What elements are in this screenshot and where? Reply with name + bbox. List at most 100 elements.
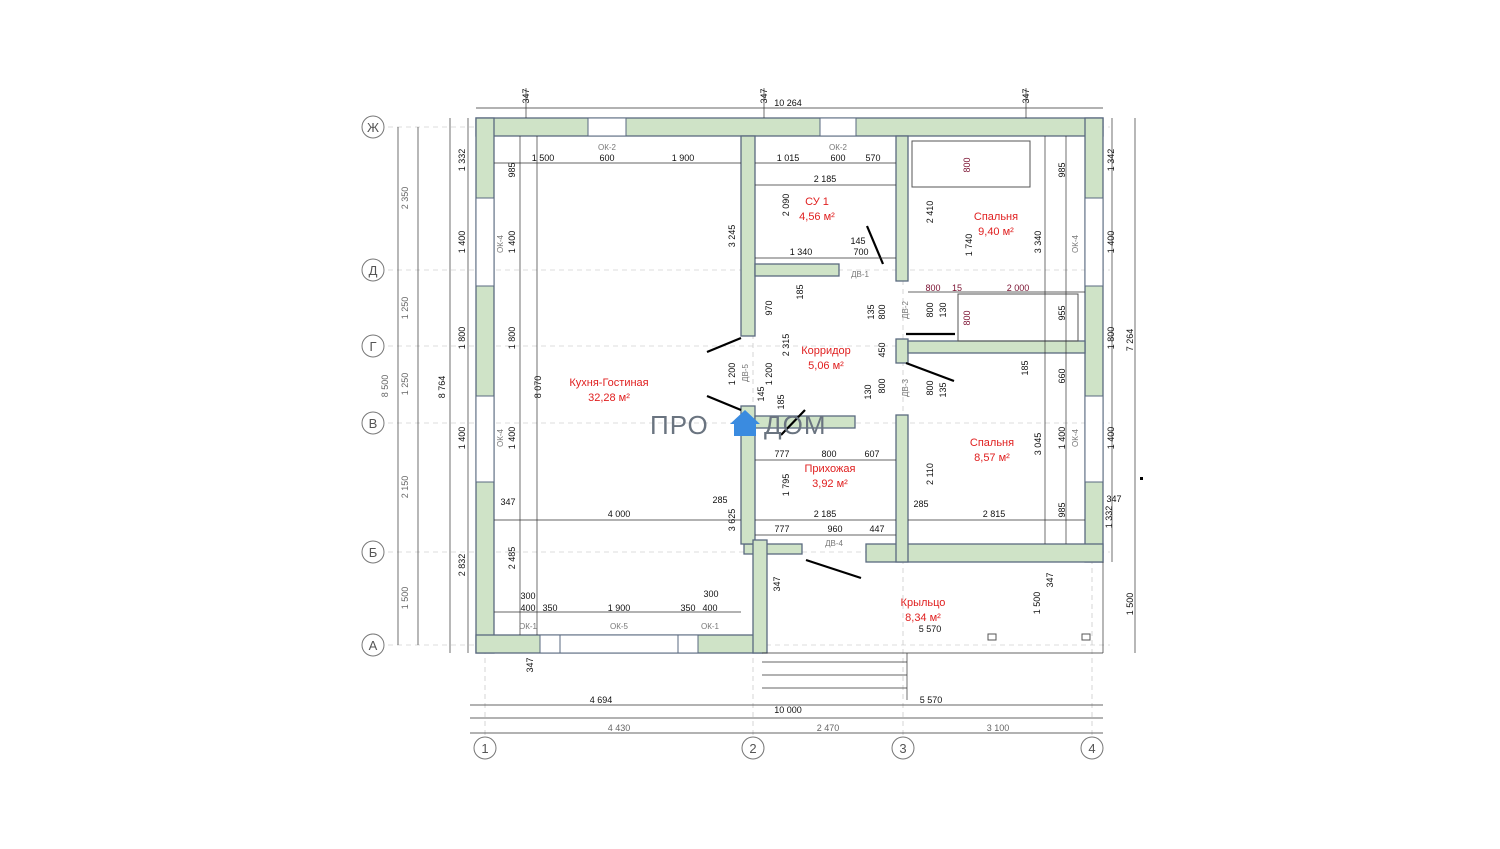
dim: 2 832 [457, 554, 467, 577]
row-axis-markers: Ж Д Г В Б А [361, 115, 385, 657]
dim: 1 900 [672, 153, 695, 163]
dim: 347 [500, 497, 515, 507]
dim-top-total: 10 264 [774, 98, 802, 108]
dim: 1 795 [781, 474, 791, 497]
dim: 1 900 [608, 603, 631, 613]
dim: 1 500 [532, 153, 555, 163]
dim: 347 [1106, 494, 1121, 504]
dim: 960 [827, 524, 842, 534]
room-name-bedroom-2: Спальня [970, 437, 1014, 449]
dim: 185 [1020, 360, 1030, 375]
dim: 570 [865, 153, 880, 163]
dim: 1 800 [507, 327, 517, 350]
dim: 2 410 [925, 201, 935, 224]
dim: 1 500 [400, 587, 410, 610]
dim: 700 [853, 247, 868, 257]
dim: 2 090 [781, 194, 791, 217]
axis-col-2: 2 [749, 741, 756, 756]
windows [475, 117, 1104, 654]
dim: 660 [1057, 368, 1067, 383]
dim: 5 570 [920, 695, 943, 705]
dim: 130 [938, 302, 948, 317]
right-dimensions: 1 342 1 400 1 800 1 400 7 264 1 500 [1106, 149, 1143, 616]
dim-top-347-c: 347 [1021, 88, 1031, 103]
room-name-corridor: Корридор [801, 345, 851, 357]
dim: 145 [850, 236, 865, 246]
dim: 1 400 [457, 427, 467, 450]
tag-ok4-right-top: ОК-4 [1071, 234, 1080, 253]
room-area-kitchen: 32,28 м² [588, 392, 630, 404]
dim: 800 [877, 304, 887, 319]
dim: 1 342 [1106, 149, 1116, 172]
dim: 2 470 [817, 723, 840, 733]
room-name-hallway: Прихожая [805, 463, 856, 475]
axis-col-4: 4 [1088, 741, 1095, 756]
room-area-porch: 8,34 м² [905, 612, 941, 624]
dim: 1 332 [457, 149, 467, 172]
axis-col-3: 3 [899, 741, 906, 756]
dim: 2 185 [814, 174, 837, 184]
dim: 185 [795, 284, 805, 299]
tag-dv1: ДВ-1 [851, 270, 869, 279]
dim: 8 500 [380, 375, 390, 398]
axis-row-zh: Ж [367, 120, 379, 135]
dim: 3 340 [1033, 231, 1043, 254]
furniture [911, 140, 1079, 342]
tag-dv5: ДВ-5 [741, 364, 750, 382]
dim: 130 [863, 384, 873, 399]
dim: 777 [774, 449, 789, 459]
dimension-lines [397, 88, 1136, 734]
dim: 450 [877, 342, 887, 357]
dim: 447 [869, 524, 884, 534]
dim: 2 110 [925, 463, 935, 485]
dim: 4 430 [608, 723, 631, 733]
axis-col-1: 1 [481, 741, 488, 756]
dim: 350 [542, 603, 557, 613]
room-area-bedroom-2: 8,57 м² [974, 452, 1010, 464]
dim: 2 815 [983, 509, 1006, 519]
dim: 300 [520, 591, 535, 601]
dim: 285 [913, 499, 928, 509]
axis-row-g: Г [369, 339, 376, 354]
dim: 1 200 [727, 363, 737, 386]
dim: 300 [703, 589, 718, 599]
room-name-bedroom-1: Спальня [974, 211, 1018, 223]
room-area-corridor: 5,06 м² [808, 360, 844, 372]
dim: 1 250 [400, 373, 410, 396]
dim: 985 [1057, 502, 1067, 517]
tag-dv3: ДВ-3 [901, 379, 910, 397]
dim-bed-2: 800 [962, 310, 972, 325]
dim: 3 245 [727, 225, 737, 248]
dim: 2 185 [814, 509, 837, 519]
opening-tags: ОК-2 ОК-2 ОК-4 ОК-4 ОК-4 ОК-4 ОК-1 ОК-5 … [496, 143, 1080, 631]
dim: 400 [520, 603, 535, 613]
dim: 8 070 [533, 376, 543, 399]
dim: 5 570 [919, 624, 942, 634]
dim: 800 [877, 378, 887, 393]
axis-row-b: Б [369, 545, 378, 560]
dim: 1 500 [1125, 593, 1135, 616]
dim: 3 100 [987, 723, 1010, 733]
dim: 985 [1057, 162, 1067, 177]
dim: 1 332 [1104, 506, 1114, 529]
dim: 2 485 [507, 547, 517, 570]
dim-top-347-b: 347 [759, 88, 769, 103]
dim: 3 045 [1033, 433, 1043, 456]
dim: 800 [821, 449, 836, 459]
left-dimensions: 1 332 1 400 1 400 1 800 1 800 1 400 1 40… [380, 149, 517, 610]
bottom-dimensions: 347 4 694 10 000 5 570 4 430 2 470 3 100 [525, 657, 1009, 733]
tag-ok4-left-bottom: ОК-4 [496, 428, 505, 447]
porch [762, 562, 1104, 700]
dim: 10 000 [774, 705, 802, 715]
dim: 1 400 [1106, 231, 1116, 254]
logo-text-right: ДОМ [764, 410, 827, 440]
tag-ok2-right: ОК-2 [829, 143, 848, 152]
dim: 1 740 [964, 234, 974, 257]
dimension-texts: 10 264 347 347 347 1 500 600 1 900 1 015… [500, 88, 1121, 634]
dim: 400 [702, 603, 717, 613]
house-icon [730, 410, 760, 436]
dim: 800 [925, 380, 935, 395]
dim: 135 [938, 382, 948, 397]
dim: 347 [525, 657, 535, 672]
dim: 145 [756, 386, 766, 401]
